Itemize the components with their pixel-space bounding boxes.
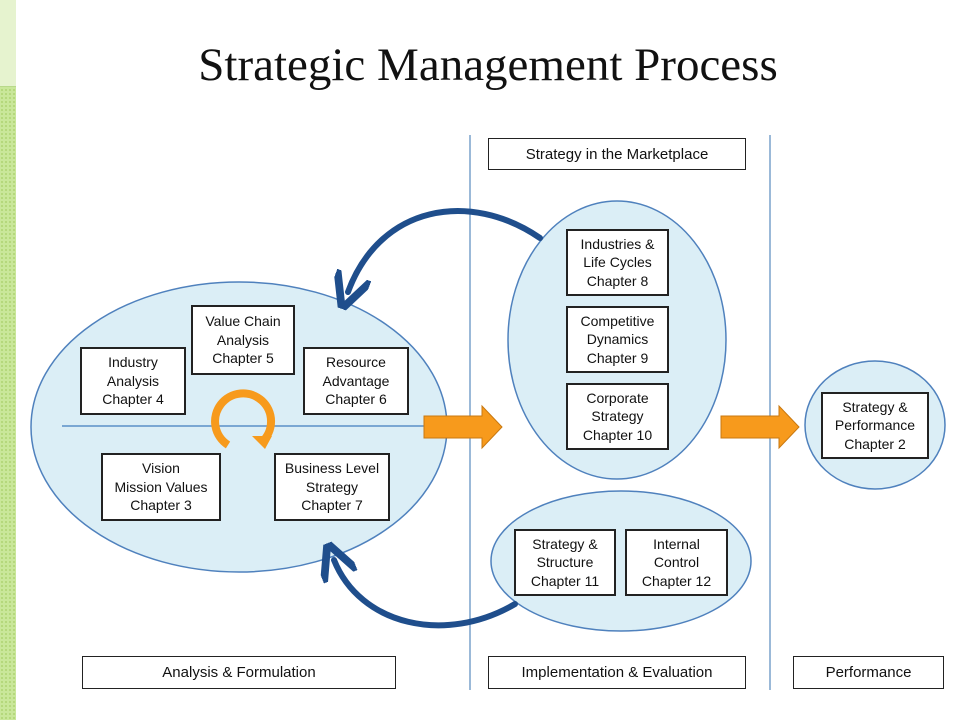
- industry-analysis-box: Industry Analysis Chapter 4: [80, 347, 186, 415]
- resource-advantage-box: Resource Advantage Chapter 6: [303, 347, 409, 415]
- vision-mission-box: Vision Mission Values Chapter 3: [101, 453, 221, 521]
- strategy-structure-box: Strategy & Structure Chapter 11: [514, 529, 616, 596]
- cycle-arrow-icon: [211, 389, 276, 449]
- competitive-dynamics-box: Competitive Dynamics Chapter 9: [566, 306, 669, 373]
- marketplace-label: Strategy in the Marketplace: [488, 138, 746, 170]
- strategy-performance-box: Strategy & Performance Chapter 2: [821, 392, 929, 459]
- implementation-evaluation-label: Implementation & Evaluation: [488, 656, 746, 689]
- internal-control-box: Internal Control Chapter 12: [625, 529, 728, 596]
- cycle-arrowhead-icon: [252, 436, 272, 449]
- corporate-strategy-box: Corporate Strategy Chapter 10: [566, 383, 669, 450]
- analysis-formulation-label: Analysis & Formulation: [82, 656, 396, 689]
- performance-label: Performance: [793, 656, 944, 689]
- business-level-box: Business Level Strategy Chapter 7: [274, 453, 390, 521]
- value-chain-box: Value Chain Analysis Chapter 5: [191, 305, 295, 375]
- block-arrow-right: [720, 404, 800, 450]
- left-decorative-strip: [0, 0, 16, 720]
- block-arrow-left: [423, 404, 503, 450]
- implementation-ellipse: [490, 490, 752, 632]
- feedback-arrow-bottom: [334, 560, 518, 629]
- page-title: Strategic Management Process: [198, 39, 778, 91]
- feedback-arrow-top: [348, 208, 543, 292]
- left-strip-top-panel: [0, 0, 16, 87]
- industries-life-cycles-box: Industries & Life Cycles Chapter 8: [566, 229, 669, 296]
